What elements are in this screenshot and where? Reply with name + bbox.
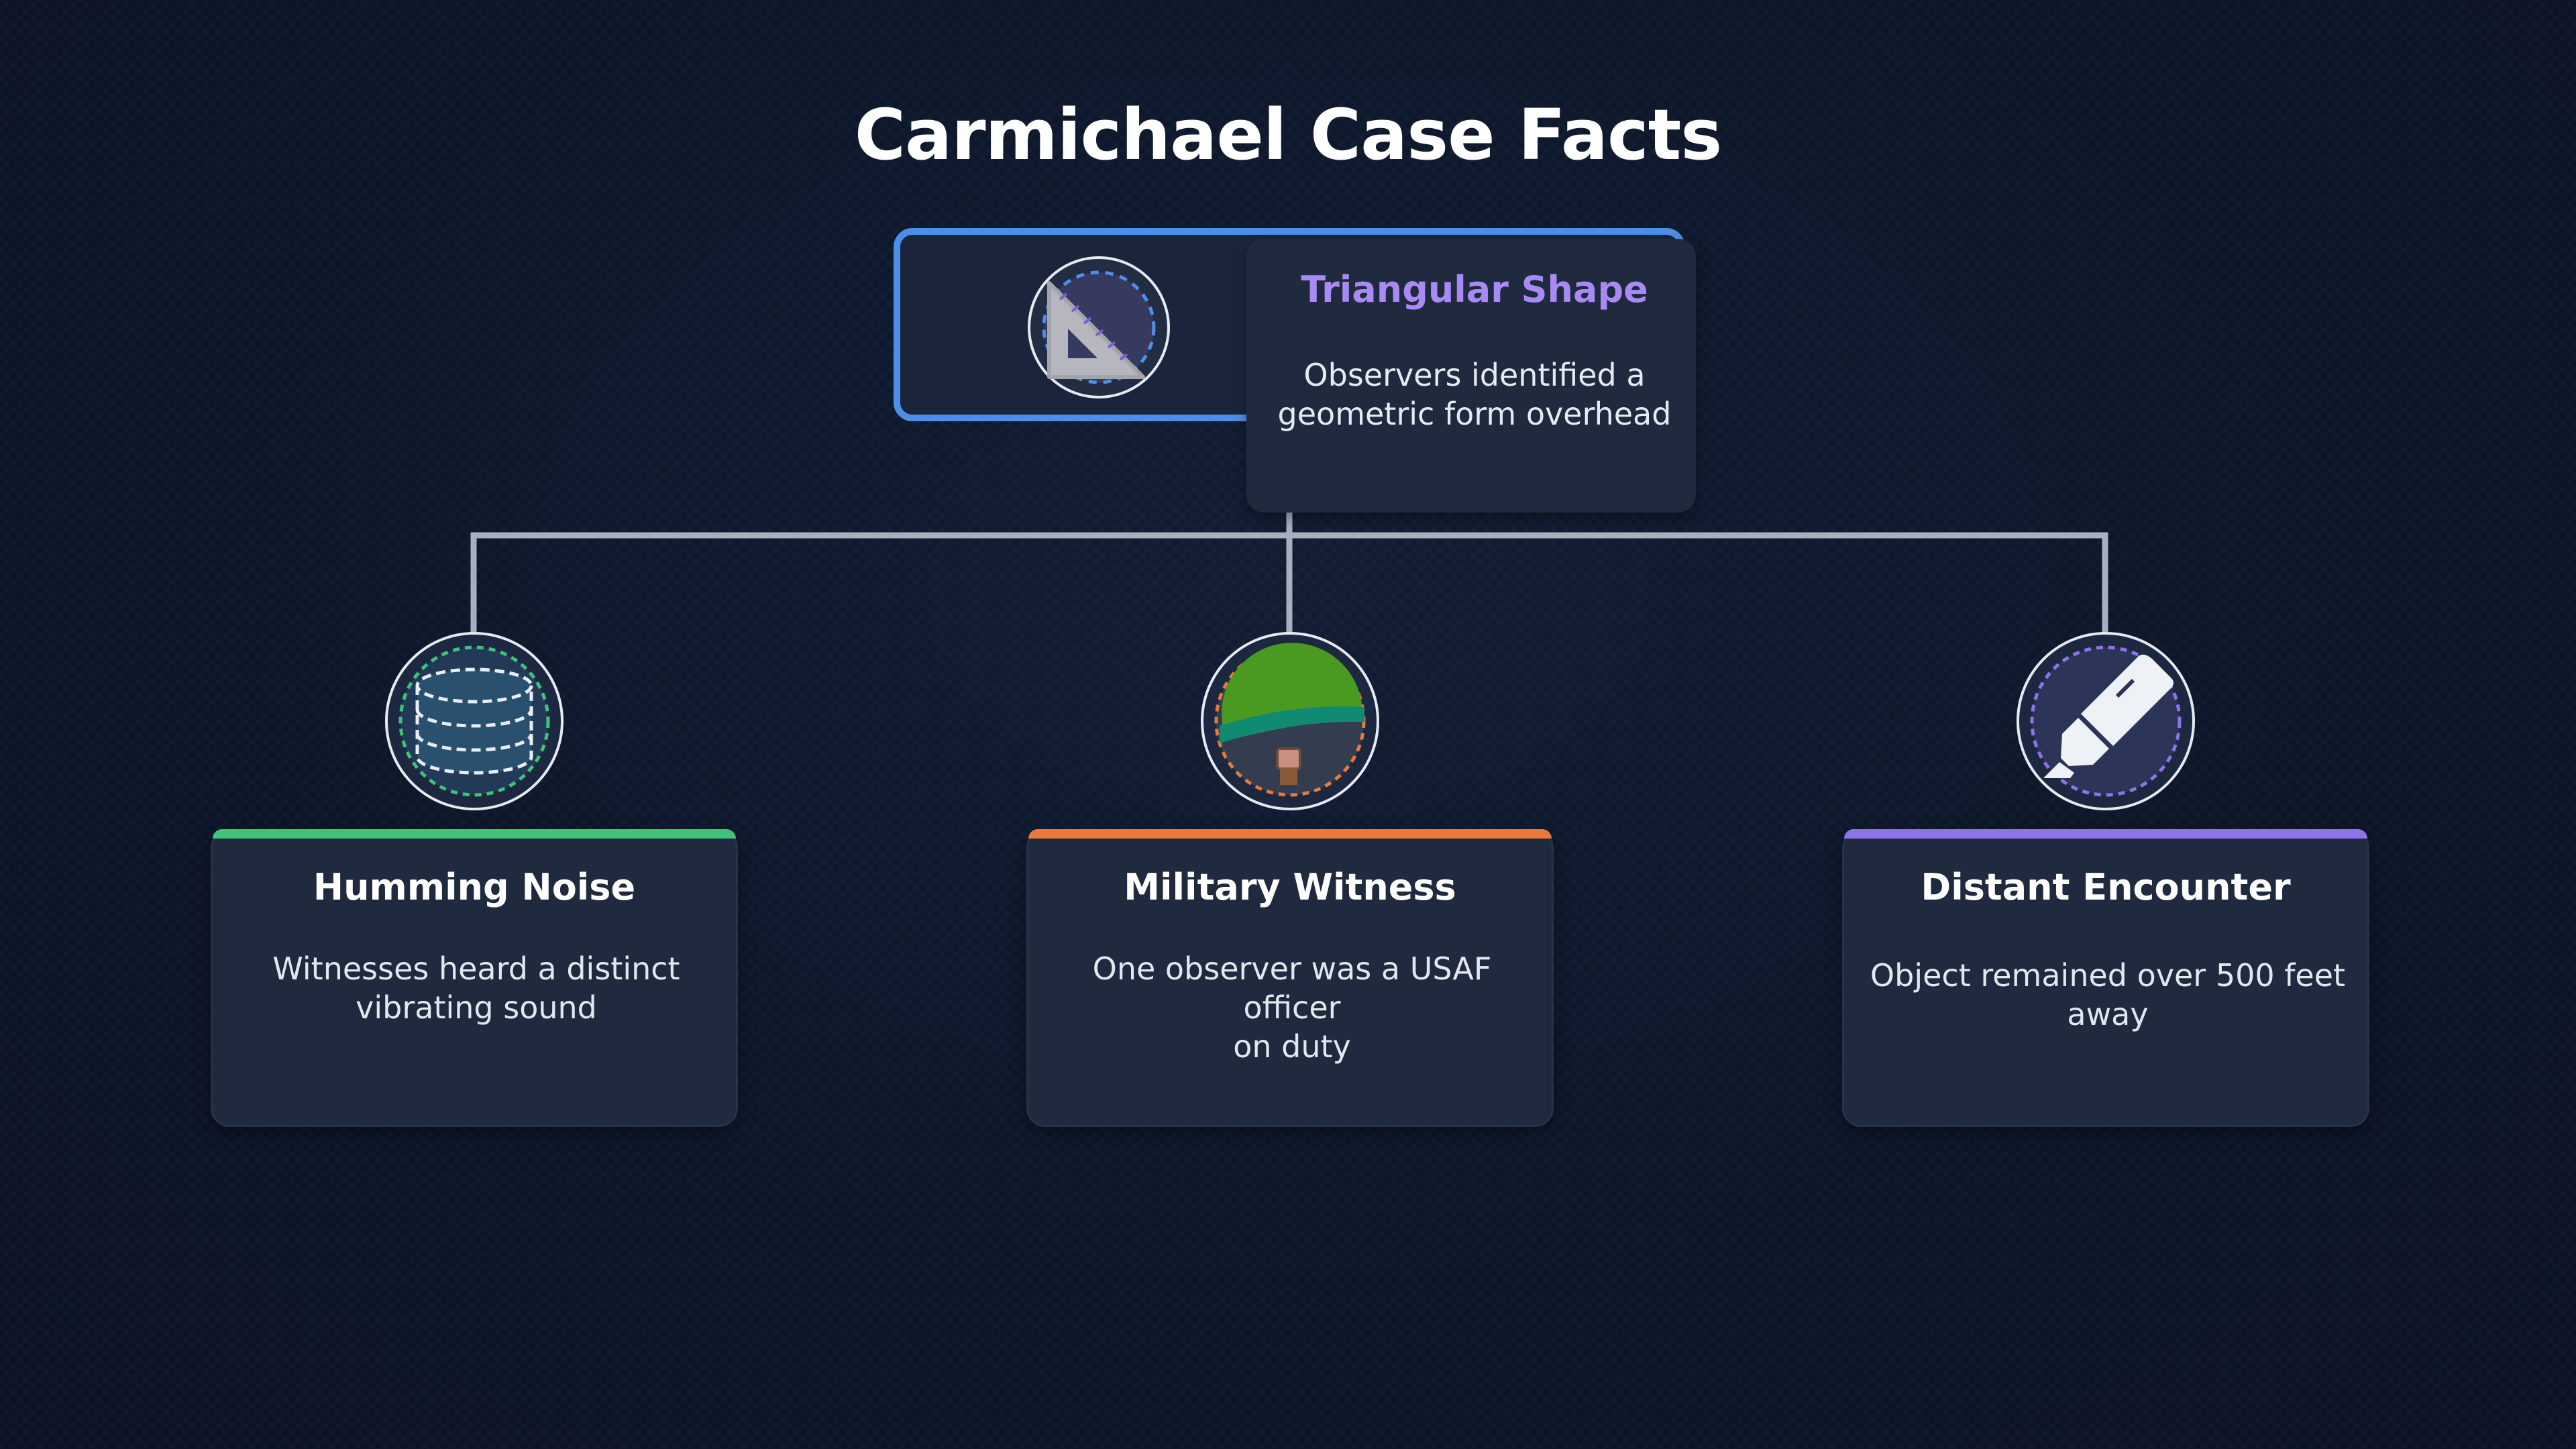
card-description-line1: Object remained over 500 feet away [1870, 957, 2346, 1032]
card-description-line1: Witnesses heard a distinct [272, 951, 680, 987]
card-humming-icon-circle [385, 632, 564, 810]
top-node-heading: Triangular Shape [1301, 268, 1648, 311]
top-node-description-line1: Observers identified a [1303, 357, 1646, 393]
card-military-witness: Military Witness One observer was a USAF… [1026, 829, 1554, 1127]
card-heading: Military Witness [1124, 866, 1456, 908]
card-description: One observer was a USAF officer on duty [1042, 949, 1542, 1066]
card-humming-noise: Humming Noise Witnesses heard a distinct… [211, 829, 738, 1127]
card-accent-bar [1844, 829, 2367, 839]
military-helmet-icon [1214, 643, 1366, 797]
highlighter-icon [2030, 645, 2182, 797]
card-description: Witnesses heard a distinct vibrating sou… [226, 949, 727, 1027]
card-description-line2: vibrating sound [356, 989, 597, 1026]
card-distant-encounter: Distant Encounter Object remained over 5… [1842, 829, 2369, 1127]
top-node-description: Observers identified a geometric form ov… [1246, 356, 1703, 433]
top-node-text-panel [1246, 239, 1696, 513]
database-icon [398, 645, 550, 797]
card-description-line2: on duty [1233, 1028, 1351, 1065]
page-title: Carmichael Case Facts [854, 94, 1723, 176]
card-description: Object remained over 500 feet away [1858, 956, 2358, 1034]
card-description-line1: One observer was a USAF officer [1092, 951, 1492, 1026]
card-accent-bar [1028, 829, 1552, 839]
card-accent-bar [213, 829, 736, 839]
set-square-icon [1042, 270, 1156, 384]
card-heading: Humming Noise [313, 866, 636, 908]
top-node-icon-circle [1028, 256, 1170, 398]
card-military-icon-circle [1201, 632, 1379, 810]
card-distant-icon-circle [2017, 632, 2195, 810]
card-heading: Distant Encounter [1921, 866, 2291, 908]
top-node-description-line2: geometric form overhead [1277, 396, 1672, 432]
